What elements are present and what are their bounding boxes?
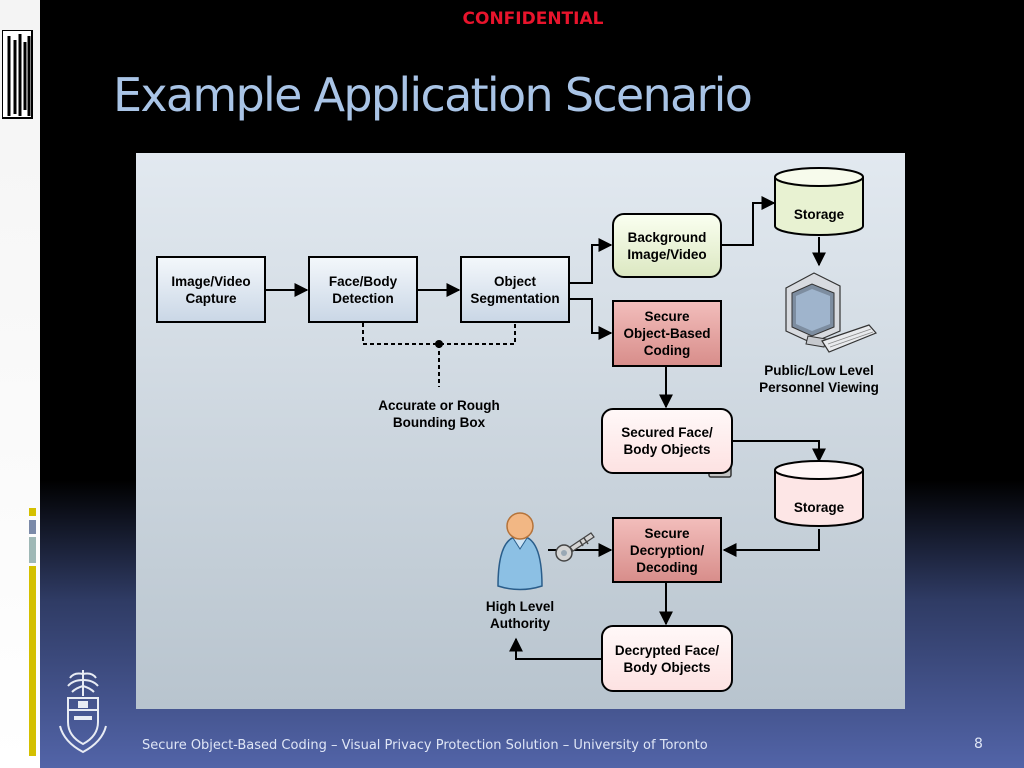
public-viewing-label: Public/Low Level Personnel Viewing — [759, 363, 879, 395]
arrow-segmentation-to-coding — [569, 298, 613, 340]
secured-objects-box: Secured Face/ Body Objects — [601, 408, 733, 474]
capture-box: Image/Video Capture — [156, 256, 266, 323]
document-icon — [1, 29, 40, 125]
high-level-authority-label: High Level Authority — [485, 599, 555, 631]
diagram-panel: Image/Video Capture Face/Body Detection … — [136, 153, 905, 709]
bounding-box-connector — [362, 323, 516, 387]
junction-dot — [435, 340, 443, 348]
accent-bar-yellow — [29, 508, 36, 516]
storage-top-cylinder — [774, 167, 864, 236]
decryption-box: Secure Decryption/ Decoding — [612, 517, 722, 583]
segmentation-box: Object Segmentation — [460, 256, 570, 323]
storage-top-label: Storage — [793, 207, 845, 222]
confidential-label: CONFIDENTIAL — [462, 9, 604, 29]
footer-text: Secure Object-Based Coding – Visual Priv… — [142, 738, 708, 753]
detection-box: Face/Body Detection — [308, 256, 418, 323]
computer-icon — [785, 272, 878, 353]
arrow-segmentation-to-background — [569, 238, 613, 284]
decrypted-objects-box: Decrypted Face/ Body Objects — [601, 625, 733, 692]
secure-coding-box: Secure Object-Based Coding — [612, 300, 722, 367]
arrow-background-to-storage — [722, 196, 776, 246]
arrow-secured-to-storage — [732, 440, 826, 463]
arrow-storage-to-decryption — [722, 529, 820, 557]
storage-bottom-cylinder — [774, 460, 864, 527]
arrow-decrypted-to-authority — [509, 637, 601, 660]
diagram-connectors — [265, 167, 878, 660]
person-icon — [497, 512, 543, 591]
university-crest-icon — [54, 666, 112, 763]
background-box: Background Image/Video — [612, 213, 722, 278]
key-icon — [555, 532, 595, 562]
accent-bar-yellow-long — [29, 566, 36, 756]
accent-bar-gray — [29, 520, 36, 534]
bounding-box-label: Accurate or Rough Bounding Box — [378, 398, 500, 430]
accent-bar-teal — [29, 537, 36, 563]
storage-bottom-label: Storage — [793, 500, 845, 515]
page-number: 8 — [974, 736, 983, 752]
slide-title: Example Application Scenario — [113, 68, 753, 122]
